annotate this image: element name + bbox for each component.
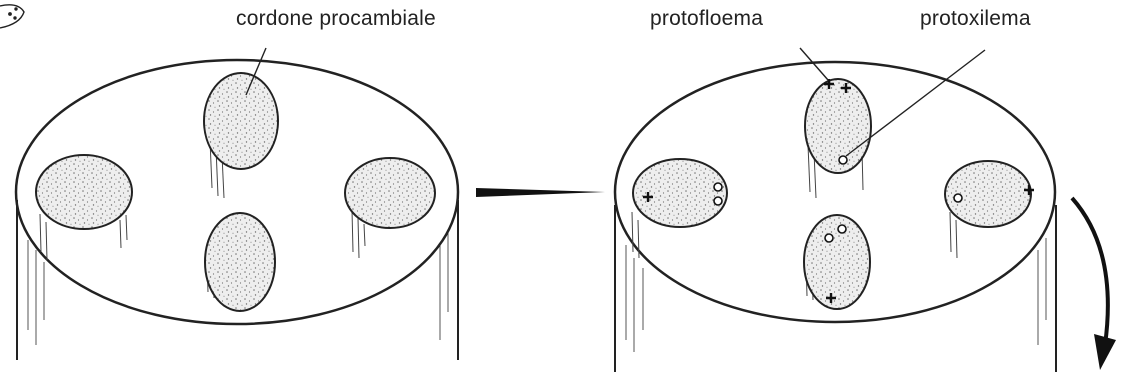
left-strand-bottom [205,213,275,311]
left-strand-right [345,158,435,228]
protoxylem-label: protoxilema [920,7,1031,31]
left-strand-left [36,155,132,229]
right-strand-top [805,79,871,173]
protophloem-label: protofloema [650,7,763,31]
right-strand-bottom [804,215,870,309]
rotation-arrow-curve [1072,198,1108,345]
rotation-arrow-head [1094,334,1116,370]
left-strand-top [204,73,278,169]
transition-arrow [476,188,605,197]
procambial-strand-label: cordone procambiale [236,7,436,31]
corner-logo-fragment [0,5,24,28]
